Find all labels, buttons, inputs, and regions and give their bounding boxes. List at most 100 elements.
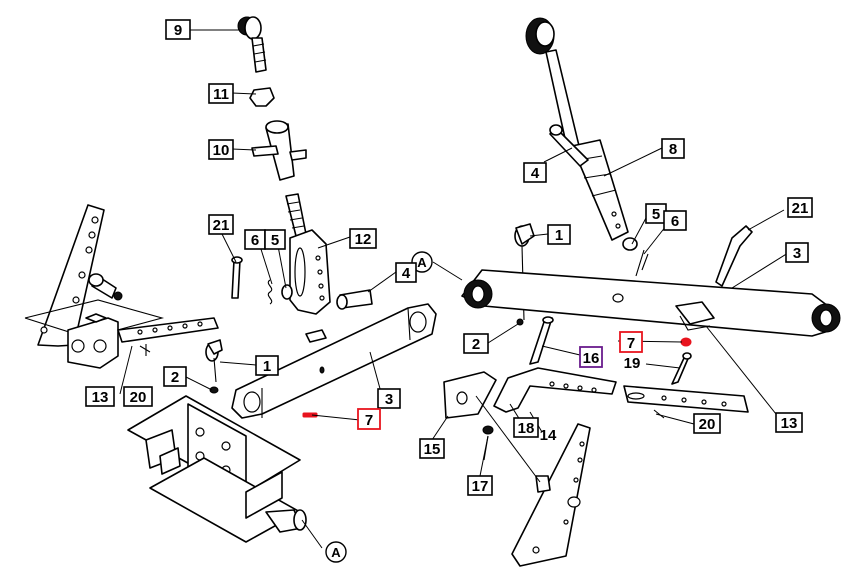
callout-box bbox=[693, 413, 721, 434]
callout-box bbox=[467, 475, 493, 496]
callout-box bbox=[619, 331, 643, 353]
callout-c20a: 20 bbox=[123, 386, 153, 407]
left-stabilizer-bar bbox=[117, 317, 219, 343]
callout-c14: 14 bbox=[540, 427, 557, 444]
callout-box bbox=[357, 408, 381, 430]
callout-c21a: 21 bbox=[208, 214, 234, 235]
callout-box bbox=[349, 228, 377, 249]
callout-c10: 10 bbox=[208, 139, 234, 160]
callout-c13a: 13 bbox=[85, 386, 115, 407]
callout-c13b: 13 bbox=[775, 412, 803, 433]
left-red-clip bbox=[302, 412, 318, 418]
top-link-rod bbox=[251, 37, 267, 73]
callout-c6b: 6 bbox=[663, 210, 687, 231]
callout-number: 13 bbox=[92, 389, 109, 406]
callout-number: 6 bbox=[251, 232, 259, 249]
callout-number: 18 bbox=[518, 420, 535, 437]
callout-number: 16 bbox=[583, 350, 600, 367]
callout-box bbox=[123, 386, 153, 407]
callout-box bbox=[165, 19, 191, 40]
callout-box bbox=[419, 438, 445, 459]
callout-number: 17 bbox=[472, 478, 489, 495]
callout-c17: 17 bbox=[467, 475, 493, 496]
callout-c1b: 1 bbox=[547, 224, 571, 245]
right-stabilizer-plate bbox=[511, 423, 591, 567]
callout-c15: 15 bbox=[419, 438, 445, 459]
right-stabilizer-bar bbox=[493, 367, 617, 413]
connector-a-bottom bbox=[325, 541, 347, 563]
callout-box bbox=[463, 333, 489, 354]
callout-box bbox=[523, 162, 547, 183]
callout-c3b: 3 bbox=[785, 242, 809, 263]
callout-c7b: 7 bbox=[619, 331, 643, 353]
callout-box bbox=[513, 417, 539, 438]
callout-c2a: 2 bbox=[163, 366, 187, 387]
callout-c6a: 6 bbox=[244, 229, 266, 250]
callout-number: 20 bbox=[130, 389, 147, 406]
callout-number: 11 bbox=[213, 86, 229, 103]
callout-number: 5 bbox=[271, 232, 279, 249]
callout-c2b: 2 bbox=[463, 333, 489, 354]
callout-box bbox=[255, 355, 279, 376]
callout-c1a: 1 bbox=[255, 355, 279, 376]
callout-number: 20 bbox=[699, 416, 716, 433]
callout-c8: 8 bbox=[661, 138, 685, 159]
callout-number: 7 bbox=[627, 335, 635, 352]
left-assembly bbox=[24, 16, 437, 549]
callout-number: 2 bbox=[472, 336, 480, 353]
callout-number: 3 bbox=[793, 245, 801, 262]
connector-markers: A A bbox=[325, 251, 433, 563]
callout-box bbox=[663, 210, 687, 231]
right-red-clip bbox=[680, 337, 692, 347]
callout-box bbox=[661, 138, 685, 159]
callout-c18: 18 bbox=[513, 417, 539, 438]
callout-box bbox=[163, 366, 187, 387]
callout-c4b: 4 bbox=[523, 162, 547, 183]
callout-c16: 16 bbox=[579, 346, 603, 368]
left-lower-link bbox=[231, 303, 437, 419]
callout-c19: 19 bbox=[624, 355, 641, 372]
callout-number: 21 bbox=[792, 200, 809, 217]
callout-number: 19 bbox=[624, 355, 641, 372]
callout-number: 4 bbox=[531, 165, 540, 182]
callout-number: 7 bbox=[365, 412, 373, 429]
right-assembly bbox=[443, 17, 841, 567]
callout-box bbox=[208, 214, 234, 235]
leader-lines bbox=[119, 29, 789, 483]
callout-c11: 11 bbox=[208, 83, 234, 104]
callout-box bbox=[208, 83, 234, 104]
callout-c7a: 7 bbox=[357, 408, 381, 430]
callout-box bbox=[785, 242, 809, 263]
callout-c4a: 4 bbox=[395, 262, 417, 283]
callout-number: 8 bbox=[669, 141, 677, 158]
connector-a-bottom-label: A bbox=[331, 545, 341, 560]
connector-a-left bbox=[411, 251, 433, 273]
callout-number: 3 bbox=[385, 391, 393, 408]
callout-number: 14 bbox=[540, 427, 557, 444]
callout-number: 13 bbox=[781, 415, 798, 432]
callout-c9: 9 bbox=[165, 19, 191, 40]
callout-c20b: 20 bbox=[693, 413, 721, 434]
callout-number: 1 bbox=[555, 227, 563, 244]
right-lower-link bbox=[461, 269, 837, 337]
callout-c5b: 5 bbox=[645, 203, 667, 224]
callout-c3a: 3 bbox=[377, 388, 401, 409]
callout-box bbox=[377, 388, 401, 409]
callout-number: 6 bbox=[671, 213, 679, 230]
callout-number: 10 bbox=[213, 142, 230, 159]
callout-box bbox=[85, 386, 115, 407]
callout-box bbox=[395, 262, 417, 283]
callout-box bbox=[208, 139, 234, 160]
callout-c12: 12 bbox=[349, 228, 377, 249]
callout-number: 21 bbox=[213, 217, 230, 234]
callout-number: 2 bbox=[171, 369, 179, 386]
callout-box bbox=[264, 229, 286, 250]
callout-number: 5 bbox=[652, 206, 660, 223]
callout-box bbox=[547, 224, 571, 245]
callout-c21b: 21 bbox=[787, 197, 813, 218]
callout-number: 15 bbox=[424, 441, 441, 458]
bracket-15 bbox=[443, 371, 497, 419]
callout-box bbox=[775, 412, 803, 433]
